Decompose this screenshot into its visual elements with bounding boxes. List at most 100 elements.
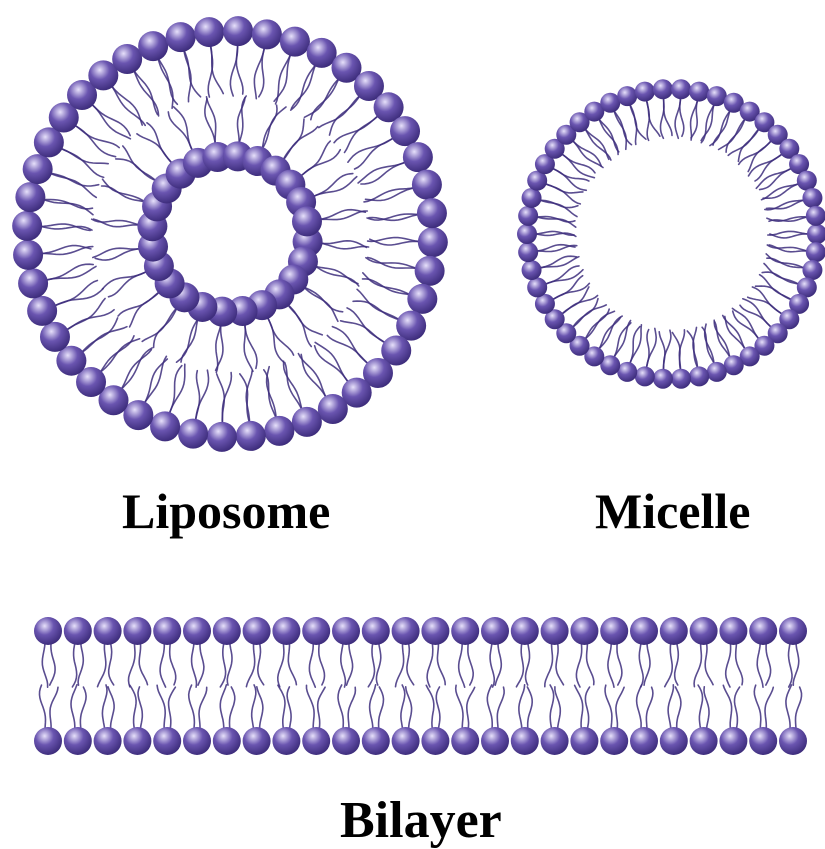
bilayer-tail [102,685,107,729]
bilayer-head-top [123,617,151,645]
bilayer-head-bottom [690,727,718,755]
bilayer-tail [585,687,589,729]
micelle-tail [540,200,577,216]
bilayer-head-bottom [64,727,92,755]
micelle-tail [562,296,598,314]
bilayer-tail [698,685,702,729]
lipid-head-outer [207,422,237,452]
bilayer-tail [50,687,58,729]
bilayer-head-bottom [362,727,390,755]
bilayer-head-bottom [749,727,777,755]
lipid-tail [111,86,142,126]
lipid-tail [320,210,366,220]
bilayer-tail [456,685,463,729]
micelle-head [671,79,691,99]
bilayer-tail [288,643,296,685]
micelle-head [527,277,547,297]
bilayer-tail [490,643,494,687]
bilayer-tail [379,687,384,729]
lipid-tail [288,304,312,346]
bilayer-tail [338,685,343,729]
bilayer-tail [675,687,681,729]
lipid-tail [168,112,192,151]
bilayer-tail [407,643,414,685]
bilayer-head-top [421,617,449,645]
lipid-tail [50,173,99,186]
lipid-tail [315,346,349,383]
lipid-head-outer [13,240,43,270]
bilayer-tail [309,643,315,687]
bilayer-tail [287,687,291,729]
lipid-tail [95,249,140,260]
micelle-head [802,188,822,208]
micelle-head [689,82,709,102]
lipid-tail [363,273,410,295]
bilayer-head-bottom [719,727,747,755]
bilayer-tail [139,643,147,685]
lipid-head-outer [27,296,57,326]
lipid-head-outer [150,411,180,441]
bilayer-head-top [541,617,569,645]
bilayer-head-bottom [630,727,658,755]
lipid-head-outer [417,198,447,228]
bilayer-tail [675,643,679,685]
bilayer-tail [519,685,525,729]
bilayer-head-top [64,617,92,645]
bilayer-tail [736,643,743,685]
bilayer-tail [527,687,532,729]
liposome-label: Liposome [122,486,330,536]
bilayer-tail [427,643,433,687]
lipid-tail [283,119,304,160]
lipid-tail [357,289,399,320]
micelle-tail [748,141,771,172]
lipid-tail [66,299,105,331]
lipid-tail [103,179,145,202]
lipid-head-outer [138,31,168,61]
bilayer-tail [694,643,701,687]
micelle-tail [585,129,609,159]
micelle-tail [614,323,631,357]
lipid-head-outer [264,416,294,446]
lipid-tail [137,134,173,164]
lipid-tail [245,324,257,369]
bilayer-head-bottom [272,727,300,755]
bilayer-tail [401,685,405,729]
bilayer-tail [757,643,763,687]
bilayer-tail [436,687,440,729]
bilayer-tail [368,643,374,687]
bilayer-head-top [451,617,479,645]
micelle-head [635,366,655,386]
lipid-tail [41,246,91,254]
bilayer-head-bottom [511,727,539,755]
bilayer-tail [40,685,46,729]
bilayer-tail [252,685,256,729]
bilayer-tail [257,687,263,729]
lipid-head-outer [34,127,64,157]
lipid-tail [353,301,399,320]
lipid-head-outer [418,227,448,257]
micelle-tail [573,141,601,166]
bilayer-tail [556,643,564,685]
lipid-tail [283,127,318,161]
bilayer-head-top [511,617,539,645]
micelle-head [522,260,542,280]
bilayer-label: Bilayer [340,795,502,847]
bilayer-tail [437,643,445,685]
bilayer-tail [516,643,523,687]
lipid-tail [82,318,118,353]
bilayer-tail [605,685,612,729]
bilayer-tail [668,685,673,729]
lipid-head-outer [223,16,253,46]
bilayer-head-bottom [660,727,688,755]
bilayer-tail [189,685,195,729]
lipid-head-outer [40,322,70,352]
bilayer-head-top [34,617,62,645]
bilayer-tail [98,643,106,687]
lipid-tail [116,159,156,181]
lipid-tail [142,308,177,342]
bilayer-tail [608,643,614,687]
bilayer-tail [370,685,376,729]
lipid-tail [355,138,394,169]
micelle-head [635,82,655,102]
bilayer-tail [766,643,771,685]
